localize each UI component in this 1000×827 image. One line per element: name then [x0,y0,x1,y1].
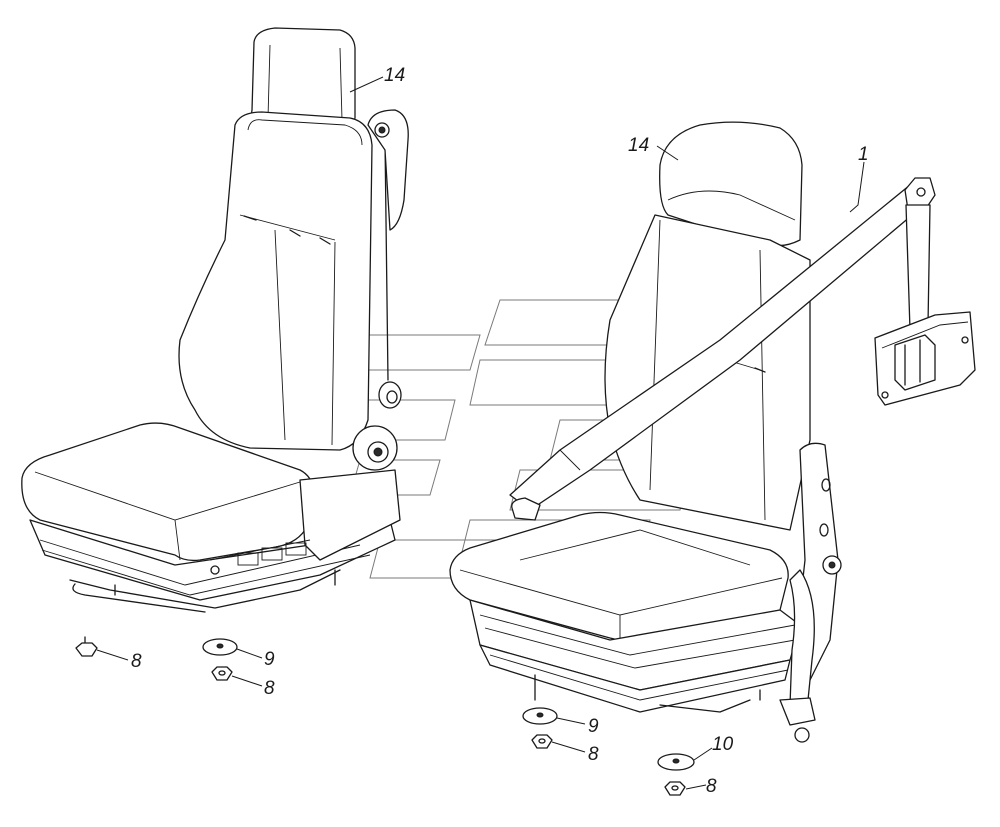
right-headrest [659,121,803,247]
left-seat [21,27,409,681]
callout-right-washer-b: 10 [712,734,734,755]
callout-left-washer: 9 [264,649,275,670]
callout-left-headrest: 14 [384,65,405,86]
left-hardware [75,636,238,681]
left-belt-anchor [367,109,409,231]
left-belt-buckle [378,381,402,409]
callout-right-washer-a: 9 [588,716,599,737]
left-backrest [178,111,373,451]
right-hardware [522,707,695,796]
callout-belt: 1 [858,144,869,165]
callout-left-nut-a: 8 [131,651,142,672]
callout-right-headrest: 14 [628,135,649,156]
right-belt-tongue [511,497,541,521]
leader-lines [96,76,865,790]
right-seat [449,121,976,796]
callout-right-nut-b: 8 [706,776,717,797]
callout-right-nut-a: 8 [588,744,599,765]
callout-left-nut-b: 8 [264,678,275,699]
